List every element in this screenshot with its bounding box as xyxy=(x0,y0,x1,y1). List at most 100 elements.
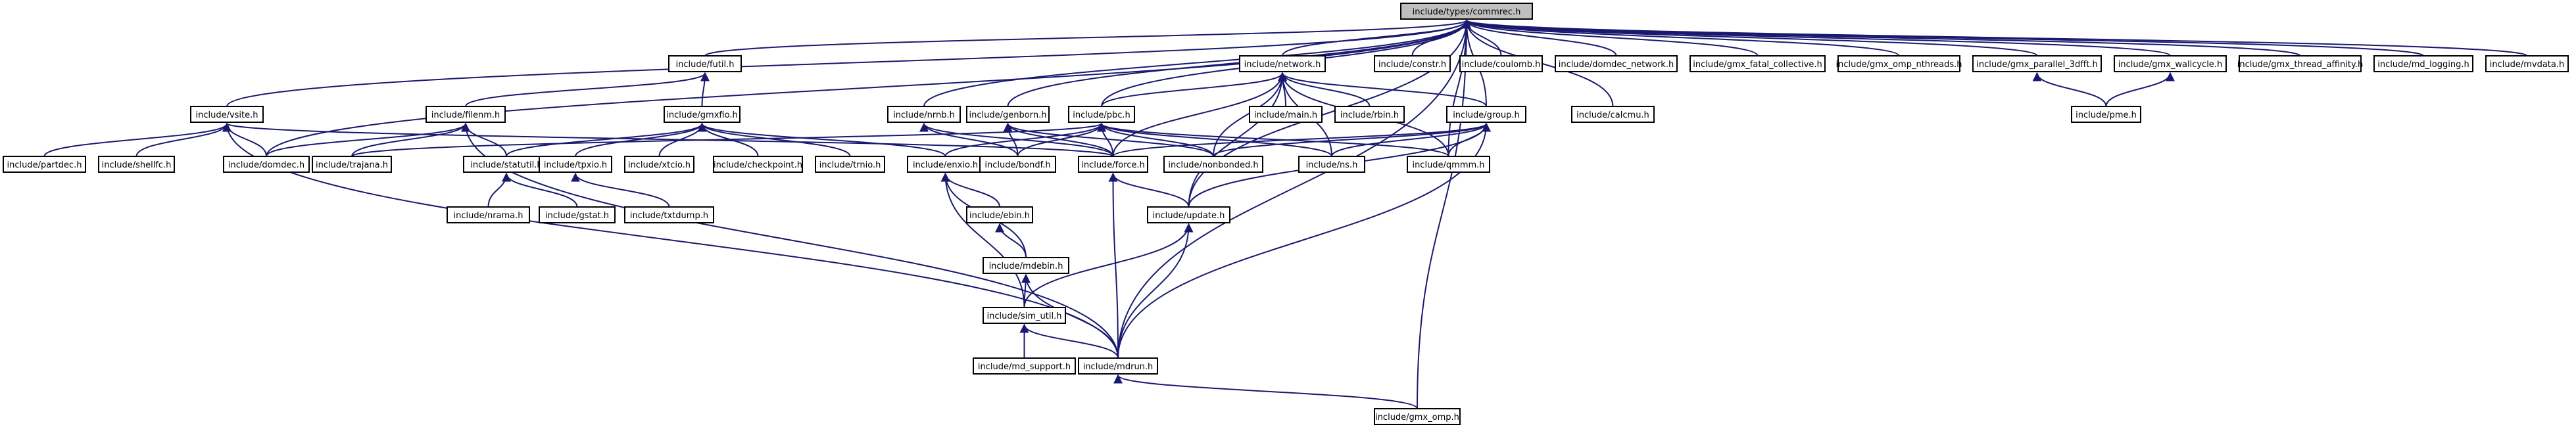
node-mdebin[interactable]: include/mdebin.h xyxy=(983,257,1069,274)
node-qmmm[interactable]: include/qmmm.h xyxy=(1407,156,1490,173)
node-label: include/md_support.h xyxy=(978,362,1071,372)
node-force[interactable]: include/force.h xyxy=(1078,156,1148,173)
node-box xyxy=(973,357,1076,375)
node-box xyxy=(1298,156,1365,173)
node-box xyxy=(1459,55,1543,72)
node-box xyxy=(312,156,392,173)
node-nrnb[interactable]: include/nrnb.h xyxy=(887,106,961,123)
node-box xyxy=(1068,106,1135,123)
node-mdrun[interactable]: include/mdrun.h xyxy=(1078,357,1158,375)
node-xtcio[interactable]: include/xtcio.h xyxy=(624,156,694,173)
node-trajana[interactable]: include/trajana.h xyxy=(312,156,392,173)
node-label: include/statutil.h xyxy=(470,160,542,170)
node-domdec[interactable]: include/domdec.h xyxy=(223,156,310,173)
edge-update-to-network xyxy=(1188,72,1287,208)
edge-mvdata-to-commrec xyxy=(1462,19,2528,57)
edge-statutil-to-gmxfio xyxy=(506,122,707,157)
node-filenm[interactable]: include/filenm.h xyxy=(425,106,506,123)
node-pbc[interactable]: include/pbc.h xyxy=(1068,106,1135,123)
node-gmxfio[interactable]: include/gmxfio.h xyxy=(664,106,741,123)
node-statutil[interactable]: include/statutil.h xyxy=(463,156,550,173)
edge-domdec_network-to-commrec xyxy=(1462,19,1617,57)
node-md-support[interactable]: include/md_support.h xyxy=(973,357,1076,375)
node-trnio[interactable]: include/trnio.h xyxy=(815,156,885,173)
node-label: include/txtdump.h xyxy=(630,211,708,221)
node-gmx-fatal-collective[interactable]: include/gmx_fatal_collective.h xyxy=(1689,55,1826,72)
node-bondf[interactable]: include/bondf.h xyxy=(979,156,1056,173)
node-label: include/main.h xyxy=(1254,110,1317,120)
node-sim-util[interactable]: include/sim_util.h xyxy=(983,307,1066,324)
node-txtdump[interactable]: include/txtdump.h xyxy=(624,206,714,223)
node-label: include/sim_util.h xyxy=(987,311,1062,321)
node-box xyxy=(1078,357,1158,375)
node-label: include/gmx_omp_nthreads.h xyxy=(1836,60,1962,70)
node-box xyxy=(815,156,885,173)
node-label: include/filenm.h xyxy=(431,110,500,120)
node-gstat[interactable]: include/gstat.h xyxy=(539,206,616,223)
edge-enxio-to-pbc xyxy=(944,122,1106,157)
node-enxio[interactable]: include/enxio.h xyxy=(907,156,984,173)
node-label: include/rbin.h xyxy=(1340,110,1399,120)
node-md-logging[interactable]: include/md_logging.h xyxy=(2373,55,2473,72)
node-label: include/enxio.h xyxy=(913,160,978,170)
node-label: include/constr.h xyxy=(1378,60,1446,70)
edge-mdrun-to-update xyxy=(1117,223,1194,359)
node-label: include/partdec.h xyxy=(7,160,82,170)
node-label: include/coulomb.h xyxy=(1462,60,1541,70)
node-ebin[interactable]: include/ebin.h xyxy=(966,206,1033,223)
node-label: include/vsite.h xyxy=(195,110,258,120)
node-shellfc[interactable]: include/shellfc.h xyxy=(98,156,175,173)
node-futil[interactable]: include/futil.h xyxy=(668,55,742,72)
node-gmx-omp-nthreads[interactable]: include/gmx_omp_nthreads.h xyxy=(1836,55,1962,72)
node-box xyxy=(979,156,1056,173)
node-box xyxy=(1374,55,1451,72)
edge-nonbonded-to-genborn xyxy=(1003,122,1214,157)
node-gmx-omp[interactable]: include/gmx_omp.h xyxy=(1374,408,1461,425)
node-domdec-network[interactable]: include/domdec_network.h xyxy=(1555,55,1678,72)
edge-gmx_fatal_collective-to-commrec xyxy=(1462,19,1759,57)
node-tpxio[interactable]: include/tpxio.h xyxy=(539,156,612,173)
node-box xyxy=(1334,106,1405,123)
node-commrec[interactable]: include/types/commrec.h xyxy=(1400,3,1533,20)
node-label: include/gmx_wallcycle.h xyxy=(2118,60,2222,70)
node-ns[interactable]: include/ns.h xyxy=(1298,156,1365,173)
node-constr[interactable]: include/constr.h xyxy=(1374,55,1451,72)
edge-enxio-to-gmxfio xyxy=(697,122,946,157)
node-box xyxy=(1446,106,1526,123)
node-label: include/nonbonded.h xyxy=(1168,160,1258,170)
node-checkpoint[interactable]: include/checkpoint.h xyxy=(713,156,803,173)
edge-mdrun-to-mdebin xyxy=(1021,273,1119,359)
node-label: include/checkpoint.h xyxy=(714,160,802,170)
node-box xyxy=(190,106,264,123)
node-group[interactable]: include/group.h xyxy=(1446,106,1526,123)
node-calcmu[interactable]: include/calcmu.h xyxy=(1571,106,1655,123)
node-gmx-thread-affinity[interactable]: include/gmx_thread_affinity.h xyxy=(2237,55,2363,72)
node-vsite[interactable]: include/vsite.h xyxy=(190,106,264,123)
node-coulomb[interactable]: include/coulomb.h xyxy=(1459,55,1543,72)
node-gmx-wallcycle[interactable]: include/gmx_wallcycle.h xyxy=(2114,55,2227,72)
node-rbin[interactable]: include/rbin.h xyxy=(1334,106,1405,123)
node-label: include/ns.h xyxy=(1306,160,1358,170)
node-box xyxy=(425,106,506,123)
edge-sim_util-to-enxio xyxy=(940,172,1025,308)
node-gmx-parallel-3dfft[interactable]: include/gmx_parallel_3dfft.h xyxy=(1972,55,2102,72)
node-update[interactable]: include/update.h xyxy=(1147,206,1230,223)
edge-pme-to-gmx_parallel_3dfft xyxy=(2032,72,2107,107)
node-network[interactable]: include/network.h xyxy=(1239,55,1326,72)
node-pme[interactable]: include/pme.h xyxy=(2071,106,2141,123)
edge-nrama-to-statutil xyxy=(487,172,511,208)
node-box xyxy=(223,156,310,173)
node-box xyxy=(668,55,742,72)
node-box xyxy=(1837,55,1960,72)
node-label: include/domdec.h xyxy=(228,160,304,170)
node-partdec[interactable]: include/partdec.h xyxy=(3,156,86,173)
node-mvdata[interactable]: include/mvdata.h xyxy=(2485,55,2569,72)
node-nrama[interactable]: include/nrama.h xyxy=(447,206,530,223)
node-genborn[interactable]: include/genborn.h xyxy=(966,106,1050,123)
node-box xyxy=(1163,156,1263,173)
node-box xyxy=(1407,156,1490,173)
node-nonbonded[interactable]: include/nonbonded.h xyxy=(1163,156,1263,173)
edge-futil-to-commrec xyxy=(704,19,1471,57)
node-main[interactable]: include/main.h xyxy=(1249,106,1323,123)
